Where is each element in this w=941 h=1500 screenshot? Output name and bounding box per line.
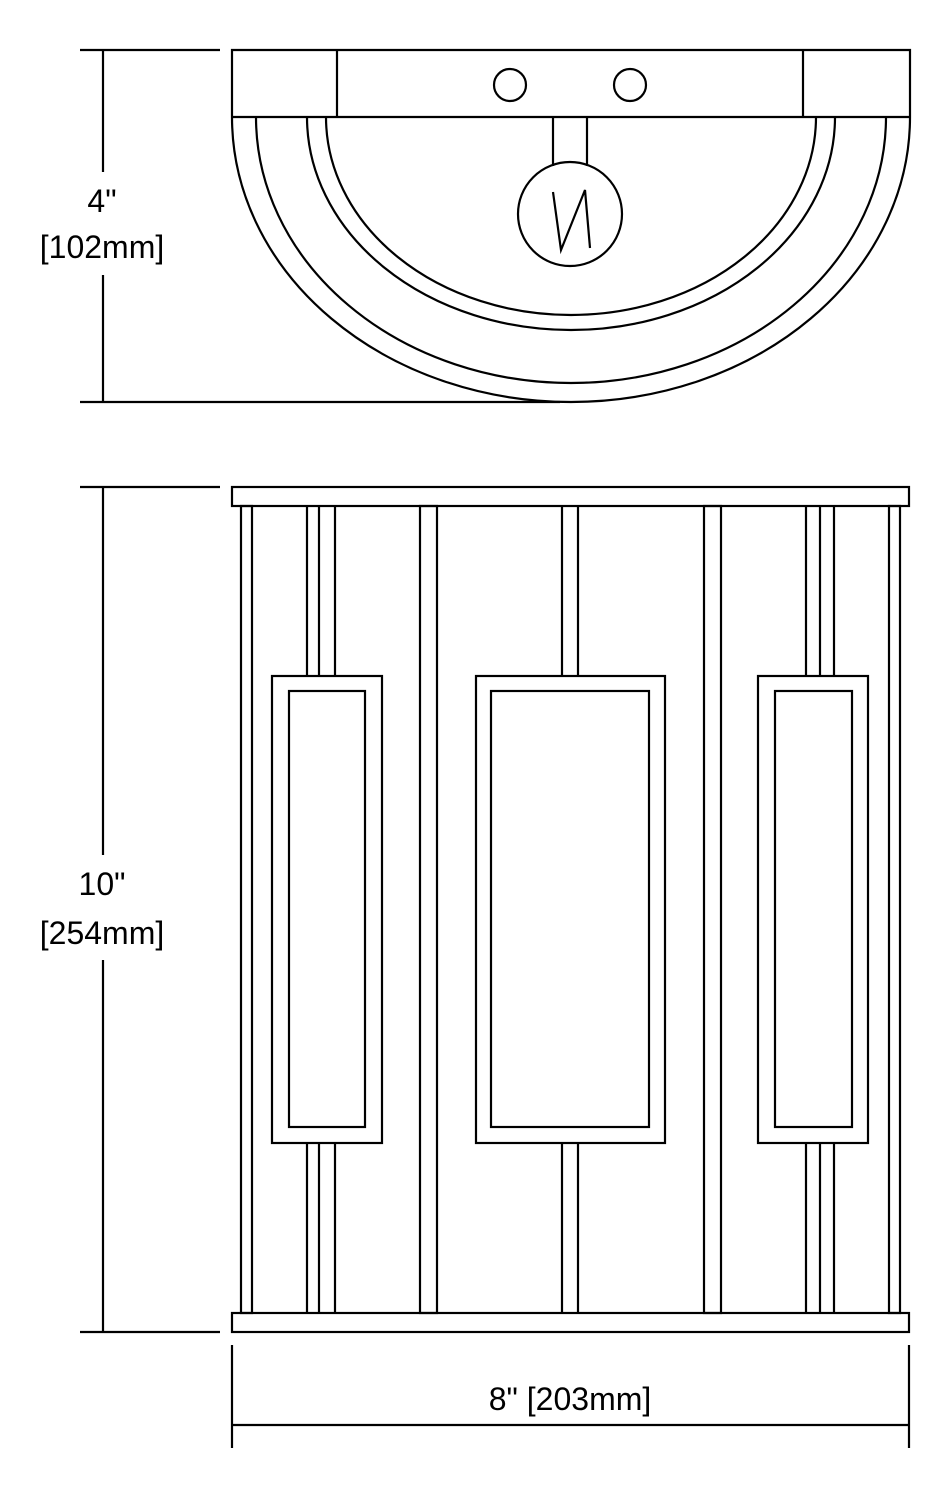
left-panel-inner (287, 689, 367, 1129)
mounting-hole (492, 67, 528, 103)
vertical-bar (887, 504, 902, 1315)
socket-circle (516, 160, 624, 268)
height-inches: 10" (79, 866, 126, 902)
right-panel (756, 674, 870, 1145)
depth-dimension: 4" [102mm] (40, 48, 560, 404)
width-dimension: 8" [203mm] (230, 1345, 911, 1448)
bar-pair (804, 1143, 836, 1313)
left-panel (270, 674, 384, 1145)
front-view (230, 485, 911, 1334)
bar-pair (305, 506, 337, 676)
center-bar (560, 1143, 580, 1313)
depth-inches: 4" (87, 183, 116, 219)
bar-pair (804, 506, 836, 676)
shade-arc (305, 116, 837, 332)
center-panel (474, 674, 667, 1145)
outer-shade-arc (230, 48, 912, 404)
top-view (230, 48, 912, 404)
right-panel-inner (773, 689, 854, 1129)
vertical-bar (418, 504, 439, 1315)
depth-mm: [102mm] (40, 229, 164, 265)
height-dimension: 10" [254mm] (40, 485, 220, 1334)
width-label: 8" [203mm] (489, 1381, 652, 1417)
top-plate (230, 485, 911, 508)
height-mm: [254mm] (40, 915, 164, 951)
shade-arc (324, 116, 818, 317)
shade-arc (254, 116, 888, 385)
bar-pair (305, 1143, 337, 1313)
socket-mark (551, 189, 592, 255)
mounting-hole (612, 67, 648, 103)
bottom-plate (230, 1311, 911, 1334)
center-panel-inner (489, 689, 651, 1129)
vertical-bar (702, 504, 723, 1315)
center-bar (560, 506, 580, 676)
vertical-bar (239, 504, 254, 1315)
